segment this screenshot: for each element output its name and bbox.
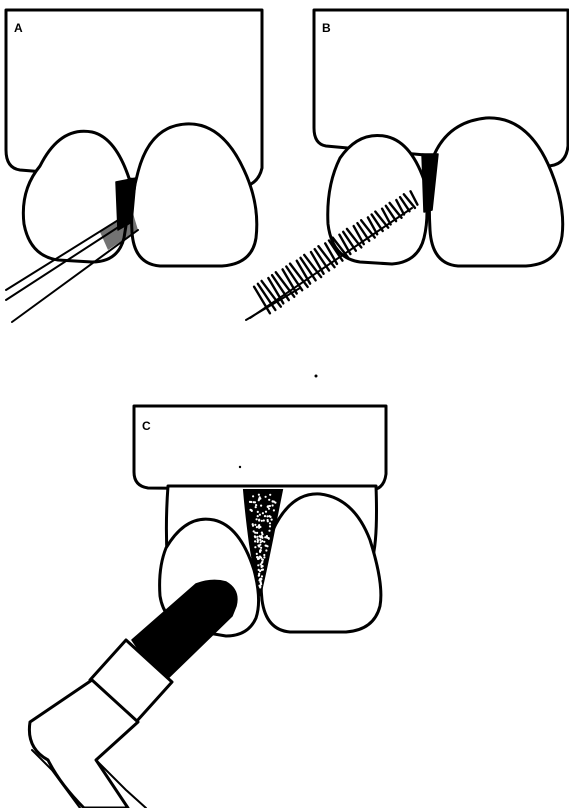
panel-b: B [246, 10, 568, 320]
single-tufted-brush [29, 580, 237, 808]
panel-a: A [6, 10, 262, 322]
speck [239, 466, 241, 468]
panel-c: C [29, 406, 386, 808]
gum-c [134, 406, 386, 490]
tooth-left-b [328, 135, 427, 264]
panel-label-b: B [322, 21, 331, 35]
panel-label-a: A [14, 21, 23, 35]
speck [315, 375, 318, 378]
panel-label-c: C [142, 419, 151, 433]
